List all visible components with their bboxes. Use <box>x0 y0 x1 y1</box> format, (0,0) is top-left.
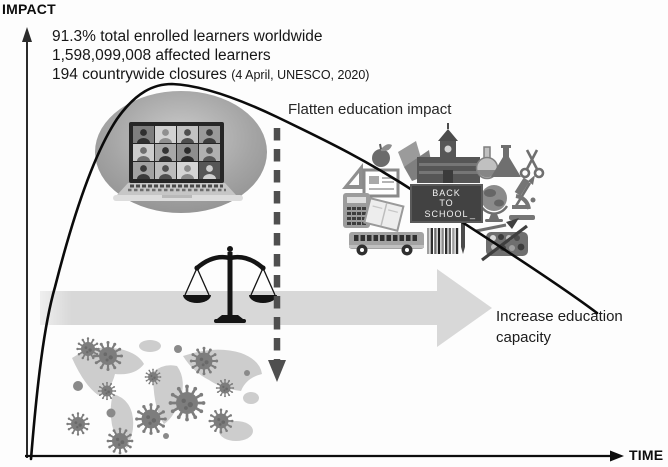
balance-scale-icon <box>183 246 277 323</box>
virus-world-map-illustration <box>65 336 262 456</box>
pencils-row-icon <box>427 228 459 254</box>
stat-affected: 1,598,099,008 affected learners <box>52 47 271 64</box>
increase-capacity-label: Increase education capacity <box>496 308 623 346</box>
school-building-icon <box>417 123 480 183</box>
paint-palette-icon <box>481 224 528 262</box>
calculator-icon <box>343 193 370 228</box>
chalkboard-line3: SCHOOL <box>424 208 469 219</box>
school-bus-icon <box>349 232 424 256</box>
back-to-school-chalkboard: BACK TO SCHOOL _ <box>410 184 483 223</box>
picture-card-icon <box>362 168 400 198</box>
laptop-keyboard <box>113 183 243 201</box>
x-axis-label: TIME <box>629 447 664 463</box>
set-square-icon <box>342 163 363 189</box>
school-supplies-cluster <box>342 123 545 262</box>
erlenmeyer-flask-icon <box>491 145 521 177</box>
round-flask-icon <box>475 146 499 180</box>
world-map <box>72 340 262 448</box>
increase-capacity-arrow <box>40 269 492 347</box>
y-axis <box>22 27 32 458</box>
stat-closures: 194 countrywide closures (4 April, UNESC… <box>52 66 370 83</box>
apple-icon <box>372 143 392 167</box>
stat-closures-source: (4 April, UNESCO, 2020) <box>231 68 370 82</box>
statistics-block: 91.3% total enrolled learners worldwide … <box>52 27 369 85</box>
globe-icon <box>479 185 509 222</box>
chalk-dash: _ <box>469 208 475 219</box>
scissors-icon <box>519 149 545 179</box>
online-learning-illustration <box>95 91 267 213</box>
chalkboard-line2: TO <box>439 198 454 209</box>
y-axis-label: IMPACT <box>2 1 56 17</box>
x-axis <box>25 450 624 462</box>
virus-icons <box>65 336 250 456</box>
video-call-grid <box>133 126 220 179</box>
stat-enrolled: 91.3% total enrolled learners worldwide <box>52 28 323 45</box>
notebook-icon <box>363 197 405 232</box>
flatten-impact-label: Flatten education impact <box>288 101 452 118</box>
microscope-icon <box>509 177 536 220</box>
flatten-dashed-arrow <box>268 128 286 382</box>
pen-icon <box>514 175 535 207</box>
paintbrush-icon <box>475 218 519 233</box>
vertical-pen-icon <box>461 221 465 254</box>
chalkboard-line1: BACK <box>432 187 461 198</box>
